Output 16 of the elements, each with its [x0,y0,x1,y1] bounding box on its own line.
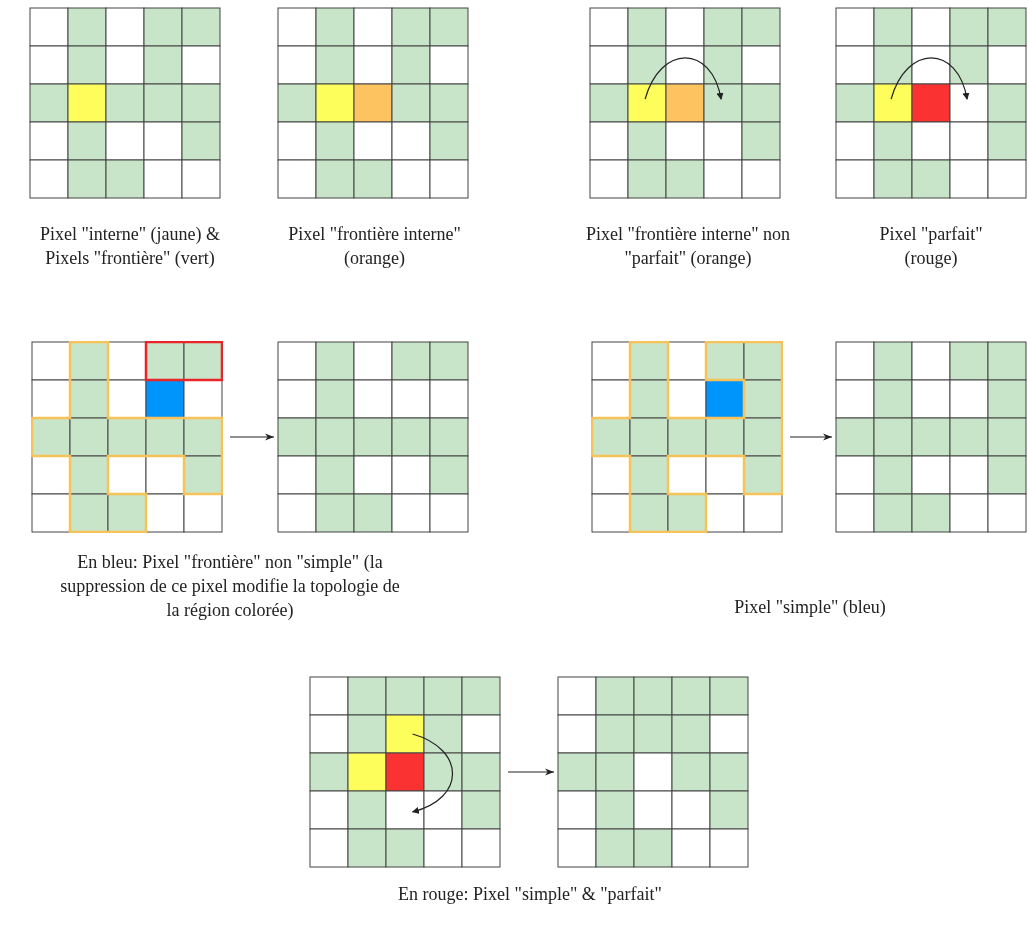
caption: En rouge: Pixel "simple" & "parfait" [397,883,663,906]
arrow [789,433,833,441]
pixel-grid [278,342,468,532]
arrow [229,433,275,441]
pixel-grid [310,677,500,867]
caption: Pixel "parfait" (rouge) [878,223,984,270]
caption: Pixel "simple" (bleu) [733,596,887,619]
caption: En bleu: Pixel "frontière" non "simple" (la suppression de ce pixel modifie la topologie de la région colorée) [60,551,400,622]
pixel-grid [592,342,782,532]
caption: Pixel "interne" (jaune) & Pixels "frontière" (vert) [38,223,222,270]
caption: Pixel "frontière interne" (orange) [287,223,462,270]
caption: Pixel "frontière interne" non "parfait" (orange) [584,223,792,270]
pixel-grid [558,677,748,867]
arrow [507,768,555,776]
pixel-grid [836,342,1026,532]
pixel-grid [32,342,222,532]
